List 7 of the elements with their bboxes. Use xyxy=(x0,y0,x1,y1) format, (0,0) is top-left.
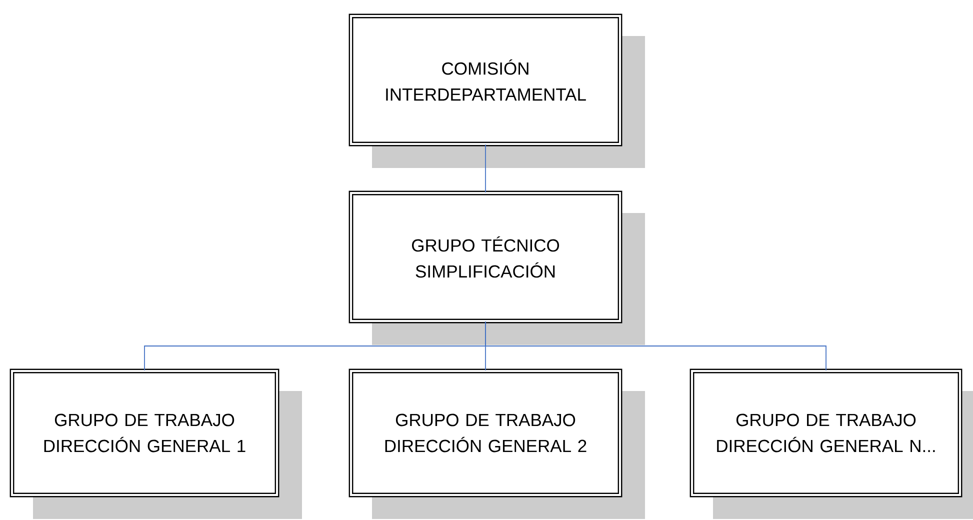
connector-line xyxy=(485,321,826,371)
org-box: GRUPO DE TRABAJO DIRECCIÓN GENERAL 1 xyxy=(10,368,302,519)
connector-line xyxy=(485,144,486,193)
org-box: GRUPO TÉCNICO SIMPLIFICACIÓN xyxy=(348,190,645,345)
org-box: GRUPO DE TRABAJO DIRECCIÓN GENERAL 2 xyxy=(348,368,645,519)
org-box: GRUPO DE TRABAJO DIRECCIÓN GENERAL N... xyxy=(690,368,973,519)
org-box: COMISIÓN INTERDEPARTAMENTAL xyxy=(348,14,645,168)
